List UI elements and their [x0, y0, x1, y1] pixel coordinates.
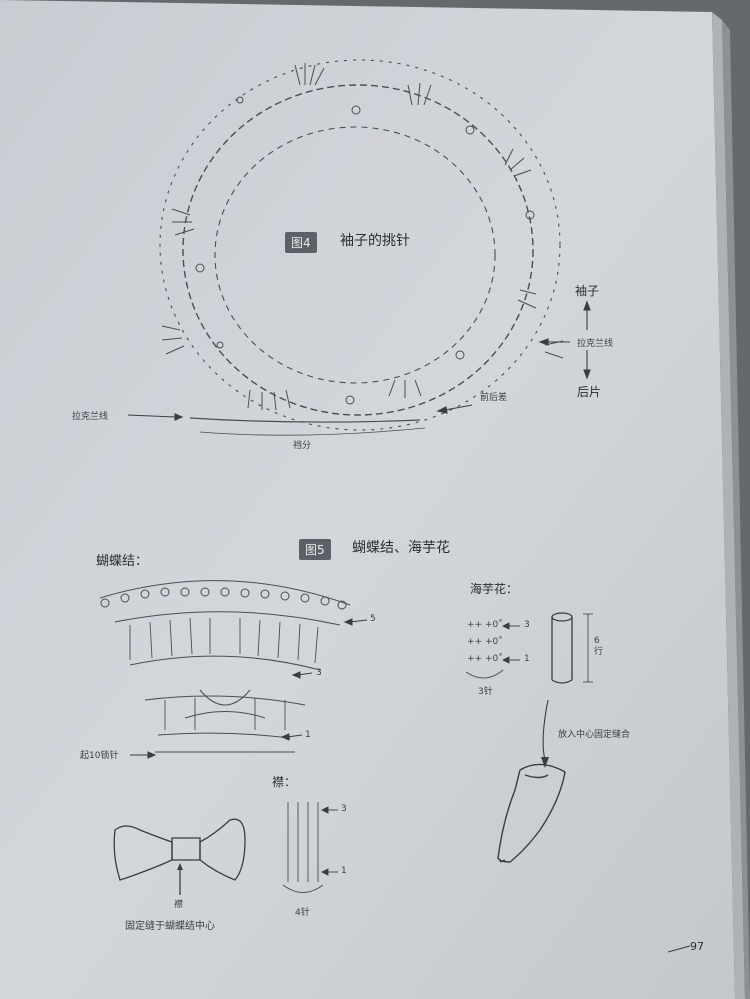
raglan-left-label: 拉克兰线: [72, 412, 109, 422]
bow-chart: [99, 580, 351, 753]
calla-row-2: ++ +0˚: [467, 637, 503, 647]
back-label: 后片: [577, 385, 602, 399]
calla-row-3: ++ +0˚: [467, 620, 503, 630]
page-number-mark: [667, 945, 691, 953]
bow-arrows: [130, 618, 368, 759]
fig4-title: 袖子的挑针: [340, 233, 410, 249]
fig4-arrows: [127, 300, 591, 421]
calla-row3-num: 3: [524, 620, 530, 630]
band-title: 襟：: [272, 775, 297, 789]
calla-note: 放入中心固定缝合: [558, 730, 631, 740]
fig5-badge: 图5: [299, 539, 331, 560]
bow-title: 蝴蝶结：: [96, 554, 149, 569]
fig5-title: 蝴蝶结、海芋花: [352, 540, 450, 556]
band-chart: [282, 802, 324, 893]
fig4-badge: 图4: [285, 232, 317, 253]
band-row1: 1: [341, 866, 347, 876]
sleeve-label: 袖子: [575, 284, 600, 298]
bow-illustration: [113, 818, 246, 895]
calla-stitches: 3针: [478, 687, 493, 697]
bow-row5: 5: [370, 614, 376, 624]
calla-height: 6行: [594, 636, 604, 657]
calla-title: 海芋花：: [470, 582, 519, 596]
calla-arrow: [542, 699, 549, 761]
band-row3: 3: [341, 804, 347, 814]
calla-row-1: ++ +0˚: [467, 654, 503, 664]
bow-fix-note: 固定缝于蝴蝶结中心: [125, 921, 215, 932]
calla-chart: [465, 669, 504, 679]
calla-row1-num: 1: [524, 654, 530, 664]
bow-row1: 1: [305, 730, 311, 740]
back-placket-label: 前后差: [480, 393, 508, 403]
crotch-label: 裆分: [293, 441, 312, 451]
calla-arrows: [501, 622, 520, 664]
page-number: 97: [690, 940, 704, 953]
band-arrow-label: 襟: [174, 900, 184, 910]
calla-cylinder: [551, 612, 593, 684]
bow-start-chain: 起10锁针: [80, 751, 119, 761]
sleeve-pickup-chart: [159, 59, 564, 436]
band-arrows: [320, 806, 338, 876]
band-stitches: 4针: [295, 908, 310, 918]
calla-flower: [497, 763, 566, 863]
raglan-right-label: 拉克兰线: [577, 339, 614, 349]
bow-row3: 3: [316, 668, 322, 678]
